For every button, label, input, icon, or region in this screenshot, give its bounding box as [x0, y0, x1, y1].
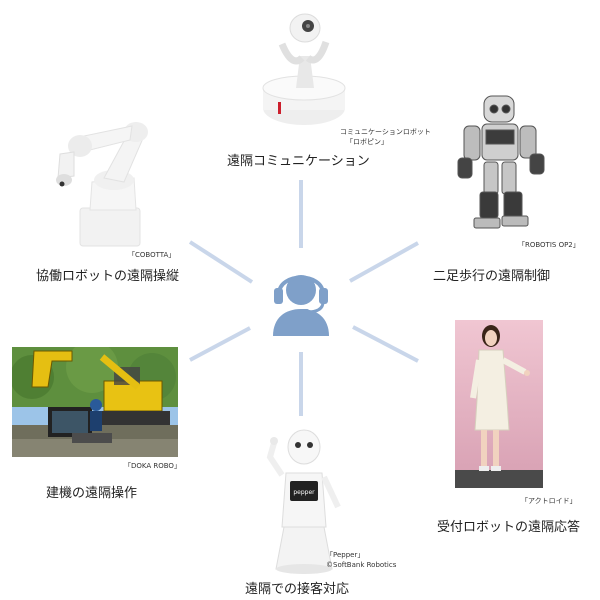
operator-headset-icon — [265, 262, 337, 338]
doka-robo-photo — [12, 347, 178, 457]
spoke-top-left — [188, 240, 254, 284]
robopin-caption-line2: 「ロボピン」 — [346, 138, 388, 146]
actroid-caption: 「アクトロイド」 — [521, 497, 577, 505]
remote-customer-service-title: 遠隔での接客対応 — [245, 582, 350, 597]
cobotta-caption: 「COBOTTA」 — [128, 251, 176, 259]
robotis-caption: 「ROBOTIS OP2」 — [518, 241, 580, 249]
pepper-robot-image: pepper — [262, 423, 346, 575]
pepper-caption-line2: ©SoftBank Robotics — [326, 561, 397, 569]
actroid-photo — [455, 320, 543, 488]
spoke-left — [189, 326, 251, 362]
robopin-caption-line1: コミュニケーションロボット — [340, 128, 431, 136]
cobotta-arm-image — [44, 112, 154, 248]
spoke-top-right — [349, 241, 419, 283]
pepper-caption-line1: 「Pepper」 — [326, 551, 365, 559]
cobot-remote-control-title: 協働ロボットの遠隔操縦 — [36, 269, 180, 284]
doka-robo-caption: 「DOKA ROBO」 — [124, 462, 181, 470]
remote-communication-title: 遠隔コミュニケーション — [227, 154, 370, 169]
robotis-op2-image — [450, 92, 550, 234]
spoke-right — [352, 325, 419, 363]
reception-robot-remote-title: 受付ロボットの遠隔応答 — [437, 520, 581, 535]
construction-machine-remote-title: 建機の遠隔操作 — [46, 486, 138, 501]
biped-remote-control-title: 二足歩行の遠隔制御 — [433, 269, 551, 284]
robopin-robot-image — [262, 8, 347, 128]
pepper-screen-text: pepper — [293, 489, 315, 496]
